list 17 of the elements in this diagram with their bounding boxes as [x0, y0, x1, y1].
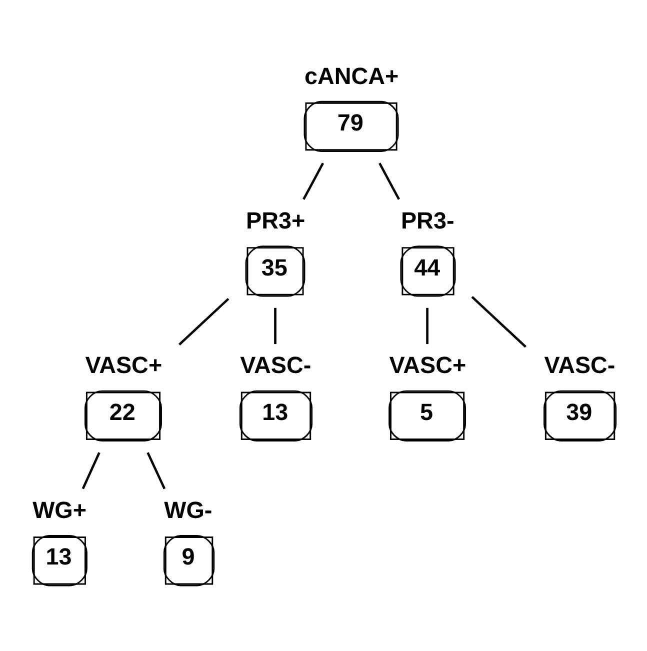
connector — [274, 307, 276, 344]
connector — [146, 452, 166, 489]
node-label: cANCA+ — [304, 62, 399, 88]
node-label: WG+ — [32, 496, 87, 522]
connector — [426, 307, 428, 344]
node-label: PR3- — [400, 207, 454, 233]
connector — [178, 297, 230, 345]
node-label: WG- — [164, 496, 212, 522]
node-label: VASC- — [240, 352, 312, 378]
node-label: VASC- — [544, 352, 616, 378]
node-label: VASC+ — [85, 352, 162, 378]
node-label: PR3+ — [246, 207, 306, 233]
connector — [378, 162, 400, 200]
connector — [302, 162, 324, 200]
connector — [471, 296, 526, 348]
connector — [82, 452, 100, 489]
node-label: VASC+ — [389, 352, 466, 378]
